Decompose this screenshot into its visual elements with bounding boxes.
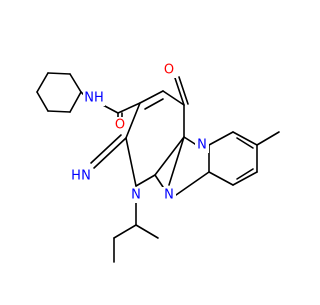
pyrido-ring-bond [208, 171, 234, 186]
pyrido-double [236, 137, 254, 149]
imine-bond-2 [90, 134, 122, 164]
ring-bond [183, 136, 196, 145]
sec-butyl-methyl [135, 224, 159, 239]
ring-bond [125, 137, 137, 187]
fusion-bond-2 [175, 171, 210, 196]
amide-o-bg [113, 117, 127, 133]
label-layer: NH O O N N N H N [70, 62, 209, 203]
ring-n2-bg [162, 187, 176, 203]
cyclohexane-bond [69, 91, 82, 113]
ketone-o-bg [162, 62, 176, 78]
ring-bond [168, 136, 185, 186]
background [0, 0, 300, 300]
amide-ring-bond [117, 102, 141, 114]
ring-n1-bg [195, 137, 209, 153]
pyrido-ring-bond [208, 131, 234, 146]
amide-nh-label: NH [84, 91, 104, 106]
pyrido-ring-bond [232, 171, 258, 186]
ketone-bond-2 [178, 76, 189, 105]
ring-bond [154, 136, 185, 176]
ketone-oxygen-label: O [164, 63, 174, 78]
ring-nitrogen-2-label: N [164, 188, 174, 203]
ring-bond [135, 174, 156, 187]
cyclohexane-bond [47, 72, 71, 75]
methyl-bond [256, 131, 280, 146]
cyclohexane-bond [47, 110, 71, 113]
cyclohexane-bond [36, 72, 49, 93]
molecule-drawing: NH O O N N N H N [0, 0, 300, 300]
ketone-bond [174, 77, 185, 106]
amide-nh-bg [83, 90, 105, 106]
imine-bond [93, 137, 127, 169]
ring-bond [162, 90, 185, 106]
imine-bg [70, 168, 92, 184]
amide-oxygen-label: O [115, 118, 125, 133]
imine-h-label: H [71, 169, 81, 184]
ring-bond [125, 102, 141, 139]
pyrido-ring-bond [232, 131, 258, 146]
ring-nitrogen-3-label: N [131, 188, 141, 203]
pyrido-double [236, 168, 254, 180]
ring-n3-bg [129, 187, 143, 203]
ring-bond [154, 174, 164, 188]
ring-bond-inner [144, 98, 164, 110]
ring-nitrogen-1-label: N [197, 138, 207, 153]
imine-n-label: N [81, 169, 91, 184]
cyclohexane-bond [69, 73, 82, 93]
bond-layer [36, 72, 280, 263]
structure-canvas: NH O O N N N H N [0, 0, 300, 300]
ring-bond [139, 90, 164, 104]
sec-butyl-chain [113, 224, 137, 239]
cyclohexane-bond [36, 91, 49, 112]
